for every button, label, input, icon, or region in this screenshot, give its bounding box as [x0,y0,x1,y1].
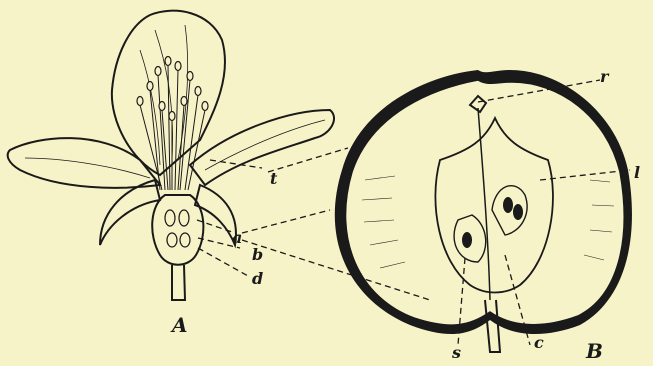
lower-right-sepal [195,185,236,245]
fruit-section-drawing [335,70,632,352]
right-petal [190,110,334,185]
label-a: a [232,228,242,247]
flower-section-drawing [8,11,334,300]
anthers [137,57,208,121]
panel-label-b: B [585,339,603,363]
panel-label-a: A [170,313,188,337]
flower-stalk [172,265,185,300]
ovules [165,210,190,247]
lower-left-sepal [100,180,160,245]
label-l: l [634,163,640,182]
label-r: r [600,67,610,86]
label-s: s [451,343,461,362]
label-b: b [252,245,263,264]
label-t: t [270,169,278,188]
label-c: c [534,333,544,352]
label-d: d [252,269,263,288]
